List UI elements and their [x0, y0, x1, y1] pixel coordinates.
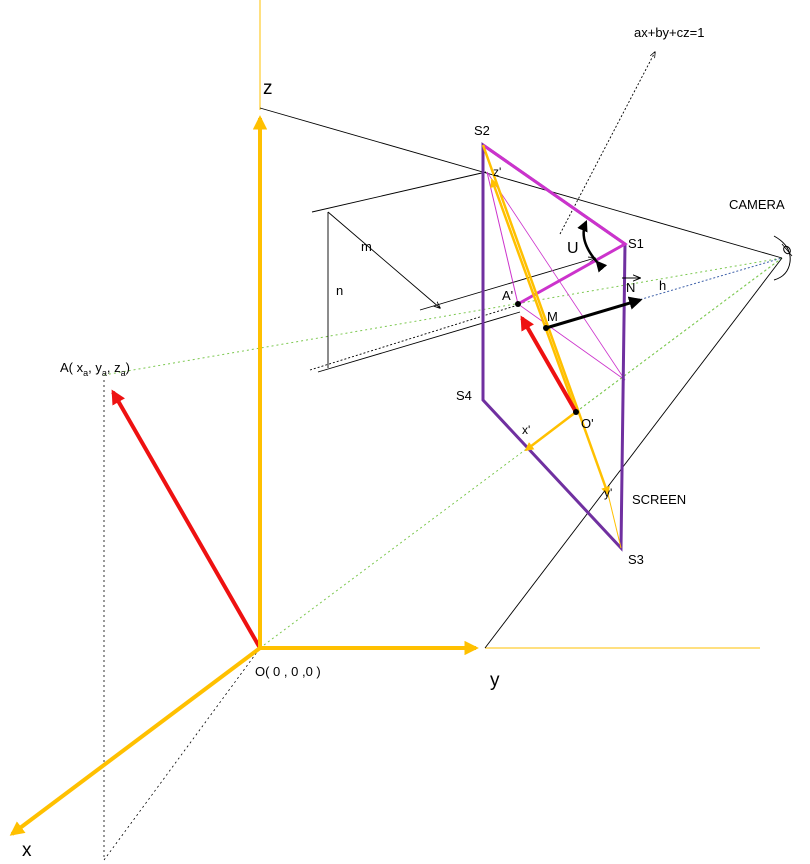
angle-u-arc	[577, 219, 608, 273]
magenta-inner-bottom	[517, 303, 626, 381]
o-prime-label: O'	[581, 416, 594, 431]
camera-label: CAMERA	[729, 197, 785, 212]
camera-eye-icon	[773, 235, 793, 281]
point-a-label: A( xa, ya, za)	[60, 360, 130, 378]
screen-y-prime-extension	[607, 493, 622, 549]
s1-label: S1	[628, 236, 644, 251]
a-prime-label: A'	[502, 288, 513, 303]
screen-x-prime-axis	[524, 411, 577, 452]
vector-o-prime-a-prime	[520, 315, 578, 413]
camera-normal-line	[624, 257, 783, 305]
z-axis-label: z	[263, 78, 273, 99]
z-prime-label: z'	[493, 165, 501, 179]
dim-bottom-line	[317, 311, 521, 373]
plane-equation-label: ax+by+cz=1	[634, 25, 704, 40]
origin-label: O( 0 , 0 ,0 )	[255, 664, 321, 679]
h-label: h	[659, 278, 666, 293]
dim-m-arrow	[327, 211, 440, 308]
u-label: U	[567, 240, 579, 257]
n-label: n	[336, 283, 343, 298]
screen-z-prime-axis	[490, 178, 578, 413]
x-prime-label: x'	[522, 423, 530, 437]
x-axis	[9, 646, 262, 836]
m-label: m	[361, 239, 372, 254]
magenta-inner-left	[486, 171, 519, 305]
sight-line-a	[103, 257, 783, 376]
x-axis-label: x	[22, 840, 32, 861]
dim-m-line	[419, 258, 595, 311]
point-a-prime	[515, 301, 521, 307]
magenta-inner-diag	[486, 171, 626, 381]
s4-label: S4	[456, 388, 472, 403]
camera-ray-bottom	[484, 257, 783, 649]
vector-n	[545, 296, 643, 330]
dim-top-line	[311, 171, 487, 213]
sight-line-origin	[259, 257, 783, 649]
y-prime-label: y'	[604, 486, 612, 500]
magenta-edge	[482, 143, 628, 306]
a-prime-ray-dotted	[309, 304, 519, 371]
m-point-label: M	[547, 309, 558, 324]
sight-line-o-prime	[575, 257, 783, 413]
s2-label: S2	[474, 123, 490, 138]
point-m	[543, 325, 549, 331]
point-o-prime	[573, 409, 579, 415]
n-vector-label: N	[626, 280, 635, 295]
screen-label: SCREEN	[632, 492, 686, 507]
screen-y-prime-axis	[481, 144, 610, 496]
a-base-line	[103, 647, 261, 861]
s3-label: S3	[628, 552, 644, 567]
plane-normal-dotted	[559, 52, 655, 235]
camera-ray-top	[259, 107, 783, 259]
y-axis-label: y	[490, 670, 500, 691]
vector-oa	[111, 389, 262, 649]
